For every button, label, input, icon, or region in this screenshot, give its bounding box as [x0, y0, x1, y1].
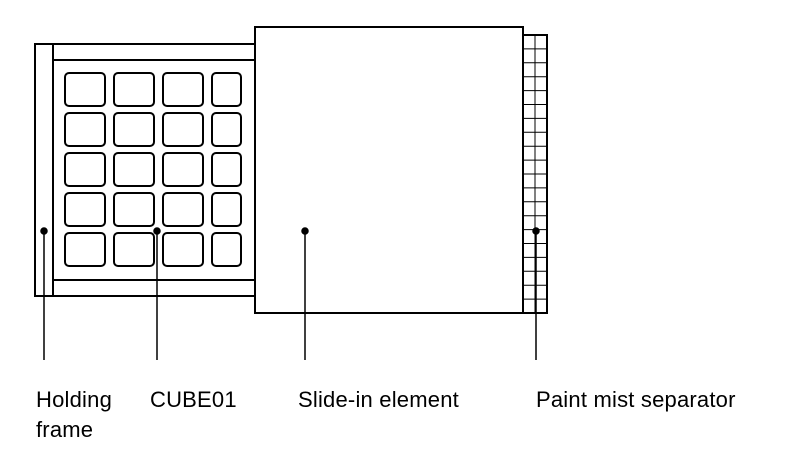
cube-cell — [211, 72, 242, 107]
label-slide-in-element: Slide-in element — [298, 387, 459, 412]
label-holding-frame-line1: Holding — [36, 387, 113, 412]
label-paint-mist-separator: Paint mist separator — [536, 387, 736, 412]
label-cube: CUBE01 — [150, 387, 237, 412]
separator-slats — [523, 35, 547, 313]
cube-cell — [211, 152, 242, 187]
cube-grid — [64, 72, 242, 267]
cube-cell — [211, 232, 242, 267]
holding-frame-rail-bottom — [52, 279, 256, 297]
cube-cell — [162, 192, 204, 227]
slide-in-element — [254, 26, 524, 314]
cube-cell — [211, 112, 242, 147]
leader-dot-holding-frame — [40, 227, 48, 235]
cube-cell — [64, 232, 106, 267]
cube-cell — [113, 152, 155, 187]
cube-cell — [113, 72, 155, 107]
cube-cell — [211, 192, 242, 227]
leader-dot-paint-mist — [532, 227, 540, 235]
cube-cell — [162, 72, 204, 107]
cube-cell — [64, 192, 106, 227]
leader-dot-cube — [153, 227, 161, 235]
paint-mist-separator — [522, 34, 548, 314]
holding-frame — [34, 43, 256, 297]
cube-cell — [113, 232, 155, 267]
cube-cell — [162, 112, 204, 147]
cube-cell — [64, 152, 106, 187]
holding-frame-rail-top — [52, 43, 256, 61]
cube-cell — [162, 232, 204, 267]
label-holding-frame: Holding frame — [36, 385, 112, 445]
cube-cell — [113, 112, 155, 147]
cube-cell — [162, 152, 204, 187]
cube-cell — [64, 112, 106, 147]
label-holding-frame-line2: frame — [36, 417, 94, 442]
cube-cell — [64, 72, 106, 107]
cube-cell — [113, 192, 155, 227]
leader-lines — [40, 227, 540, 360]
leader-dot-slide-in — [301, 227, 309, 235]
